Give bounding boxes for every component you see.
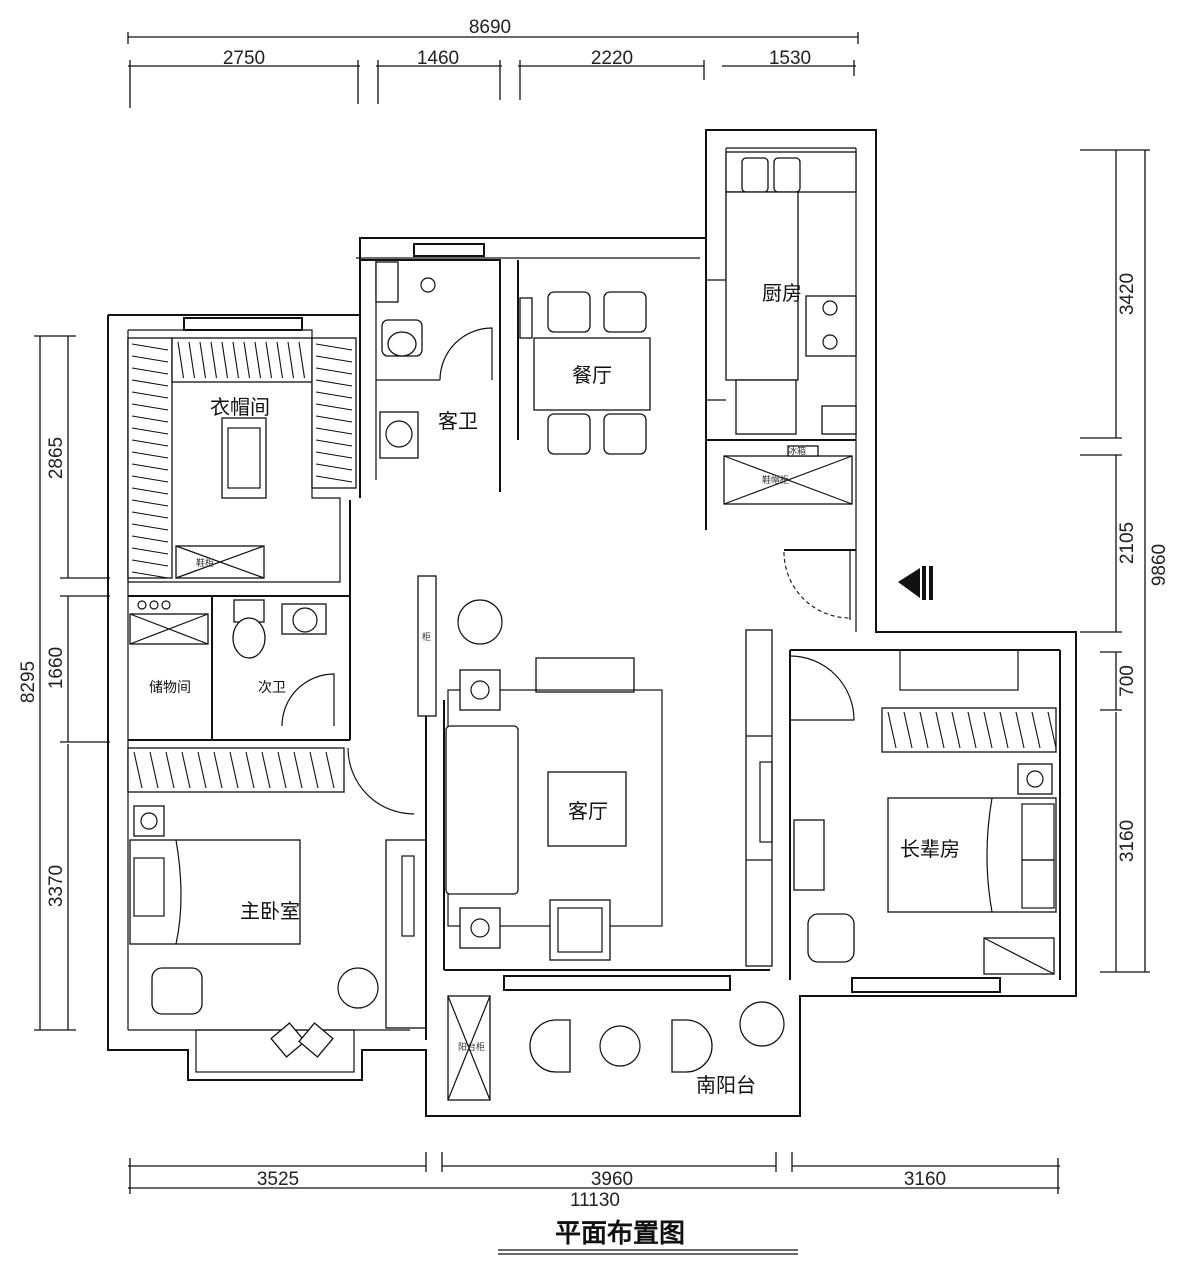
master-bedroom: 主卧室	[127, 747, 427, 1073]
dim-left-2: 1660	[46, 647, 67, 689]
label-master-bedroom: 主卧室	[240, 899, 300, 923]
kitchen: 厨房 冰箱 鞋帽柜	[705, 130, 857, 505]
elder-room: 长辈房	[789, 649, 1061, 993]
storage-and-bath: 储物间 次卫	[128, 500, 351, 741]
dim-bottom-3: 3160	[904, 1169, 946, 1190]
shoe-cabinet-b-label: 鞋帽柜	[762, 474, 789, 486]
dim-bottom-1: 3525	[257, 1169, 299, 1190]
dim-top-2: 1460	[417, 48, 459, 69]
guest-bath: 客卫	[359, 243, 501, 498]
dim-left-1: 2865	[46, 437, 67, 479]
living-room: 柜 客厅	[417, 575, 773, 1040]
dim-bottom-total: 11130	[570, 1190, 620, 1211]
dim-right-4: 3160	[1117, 820, 1138, 862]
dim-top-1: 2750	[223, 48, 265, 69]
dimension-left: 2865 1660 3370 8295	[18, 335, 110, 1031]
fridge-label: 冰箱	[788, 445, 806, 457]
label-guest-bath: 客卫	[438, 409, 478, 433]
dim-right-1: 3420	[1117, 273, 1138, 315]
entrance-arrow-icon	[898, 568, 920, 598]
dim-top-total: 8690	[469, 17, 511, 38]
dim-left-total: 8295	[18, 661, 39, 703]
dimension-top: 8690 2750 1460 2220 1530	[127, 17, 859, 108]
label-south-balcony: 南阳台	[696, 1073, 756, 1097]
dim-top-3: 2220	[591, 48, 633, 69]
cloakroom: 鞋柜 衣帽间	[127, 317, 357, 579]
label-second-bath: 次卫	[258, 680, 286, 696]
cloak-shoe-label: 鞋柜	[196, 557, 214, 569]
balcony-cabinet-label: 阳台柜	[458, 1041, 485, 1053]
label-elder-room: 长辈房	[900, 837, 960, 861]
dim-right-total: 9860	[1149, 544, 1170, 586]
dim-bottom-2: 3960	[591, 1169, 633, 1190]
dining: 餐厅	[517, 238, 707, 530]
label-storage: 储物间	[149, 680, 191, 696]
dim-right-3: 700	[1117, 665, 1138, 697]
south-balcony: 阳台柜 南阳台	[447, 975, 785, 1101]
dimension-right: 3420 2105 700 3160 9860	[1080, 149, 1170, 973]
dim-right-2: 2105	[1117, 522, 1138, 564]
entrance	[783, 549, 933, 620]
label-cloakroom: 衣帽间	[210, 395, 270, 419]
page-title: 平面布置图	[555, 1219, 685, 1249]
label-dining: 餐厅	[572, 363, 612, 387]
label-living: 客厅	[568, 799, 608, 823]
dim-left-3: 3370	[46, 865, 67, 907]
dim-top-4: 1530	[769, 48, 811, 69]
label-kitchen: 厨房	[762, 281, 802, 305]
living-cabinet-label: 柜	[422, 631, 431, 643]
dimension-bottom: 3525 3960 3160 11130	[128, 1152, 1060, 1211]
